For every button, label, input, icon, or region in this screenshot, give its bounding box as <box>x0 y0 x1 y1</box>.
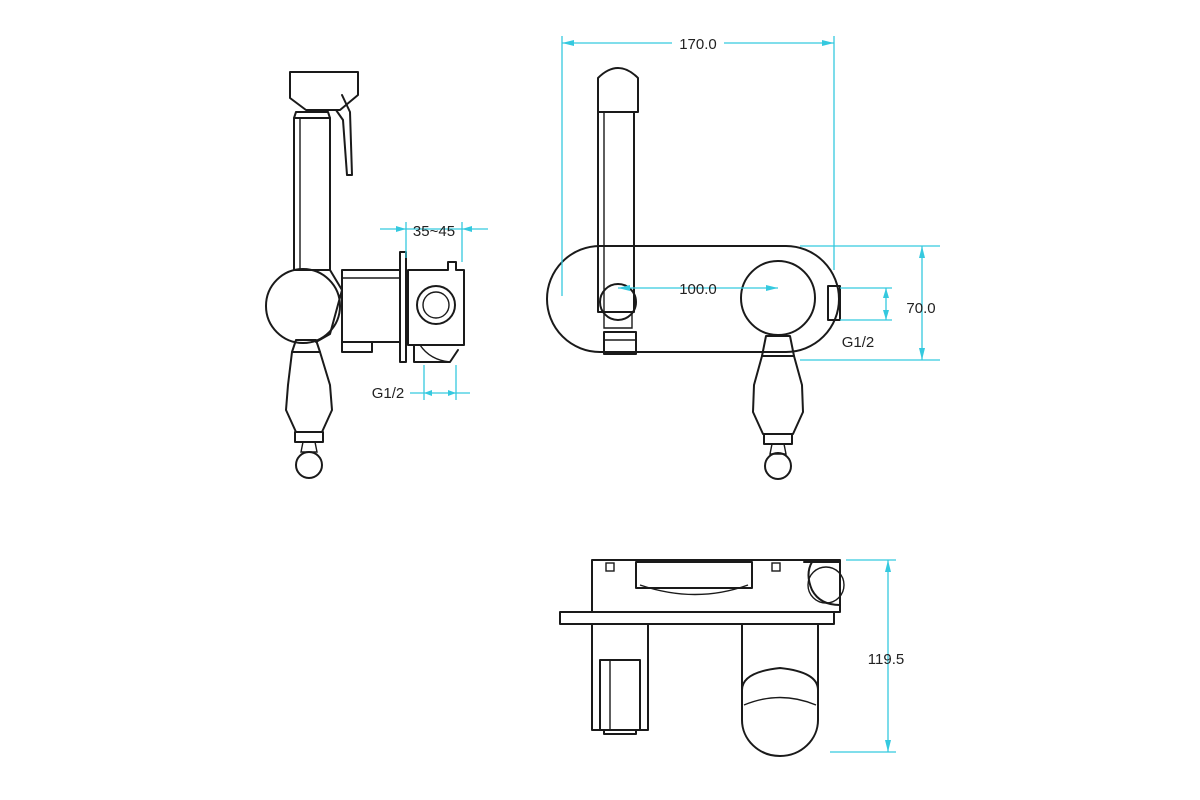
dim-front-overall-width: 170.0 <box>561 34 835 296</box>
dim-label-front-height: 70.0 <box>906 300 935 317</box>
dim-front-center-distance: 100.0 <box>618 281 778 298</box>
side-view: 35~45 G1/2 <box>265 71 488 479</box>
dim-label-front-width: 170.0 <box>679 36 717 53</box>
side-view-valve-body <box>265 251 407 363</box>
dim-side-thread: G1/2 <box>372 365 470 402</box>
bottom-view-outlet <box>591 623 649 735</box>
dim-label-side-thread: G1/2 <box>372 385 405 402</box>
dim-label-front-thread: G1/2 <box>842 334 875 351</box>
side-view-wall-fitting <box>407 261 465 363</box>
side-view-lever-handle <box>285 339 333 479</box>
bottom-view-knob <box>741 623 819 757</box>
bottom-view-wall-box <box>591 559 845 613</box>
dim-front-thread: G1/2 <box>840 287 892 351</box>
dim-label-center-distance: 100.0 <box>679 281 717 298</box>
front-view-hand-shower <box>597 67 639 355</box>
dim-front-height: 70.0 <box>800 245 940 361</box>
front-view-backplate <box>546 245 840 353</box>
dim-label-bottom-depth: 119.5 <box>868 651 904 668</box>
front-view: 170.0 100.0 70.0 G1/2 <box>546 34 940 480</box>
side-view-hand-shower <box>289 71 359 271</box>
dim-bottom-depth: 119.5 <box>830 559 904 753</box>
dim-label-side-depth: 35~45 <box>413 223 455 240</box>
bottom-view: 119.5 <box>559 559 904 757</box>
dim-side-wall-depth: 35~45 <box>380 222 488 262</box>
front-view-lever-handle <box>752 335 804 480</box>
bottom-view-backplate <box>559 611 835 625</box>
front-view-valve-knob <box>740 260 841 336</box>
